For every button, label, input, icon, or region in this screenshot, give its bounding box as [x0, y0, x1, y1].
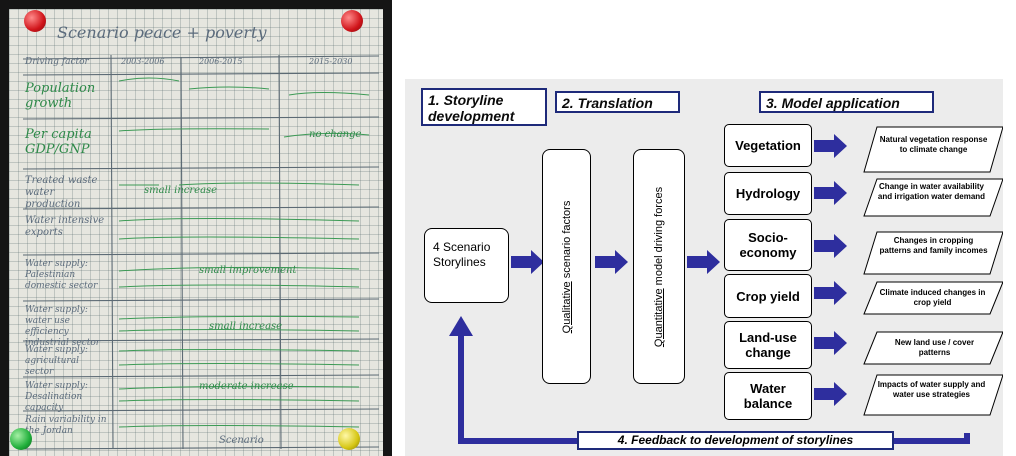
photo-row-label: Per capita GDP/GNP	[25, 127, 92, 157]
red-pin-icon	[341, 10, 363, 32]
output-shape	[863, 178, 1003, 217]
output-crop-yield-text: Climate induced changes in crop yield	[879, 288, 986, 307]
header-translation: 2. Translation	[555, 91, 680, 113]
arrow-right-icon	[511, 250, 544, 274]
qualitative-factors-box: Qualitative scenario factors	[542, 149, 591, 384]
photo-row-label: Water supply: Palestinian domestic secto…	[25, 259, 98, 291]
arrow-right-icon	[595, 250, 628, 274]
qualitative-factors-label: Qualitative scenario factors	[560, 200, 573, 333]
output-shape	[863, 281, 1003, 315]
model-vegetation: Vegetation	[724, 124, 812, 167]
handdrawn-table-lines	[22, 54, 380, 450]
photo-row-label: Water intensive exports	[25, 215, 105, 238]
output-land-use-text: New land use / cover patterns	[894, 338, 975, 357]
photo-note: small increase	[209, 321, 283, 332]
output-socio-economy-text: Changes in cropping patterns and family …	[879, 236, 988, 255]
output-shape	[863, 374, 1003, 416]
photo-note: Scenario	[219, 435, 264, 446]
yellow-pin-icon	[338, 428, 360, 450]
model-water-balance: Water balance	[724, 372, 812, 420]
arrow-right-icon	[687, 250, 720, 274]
model-framework-diagram: 1. Storyline development 2. Translation …	[405, 79, 1003, 456]
photo-col-header-1: 2003-2006	[121, 57, 165, 66]
feedback-label: 4. Feedback to development of storylines	[577, 431, 894, 450]
arrow-up-icon	[449, 316, 473, 336]
photo-note: small increase	[144, 185, 218, 196]
green-pin-icon	[10, 428, 32, 450]
model-land-use-change: Land-use change	[724, 321, 812, 369]
output-shape	[863, 231, 1003, 275]
header-storyline-development: 1. Storyline development	[421, 88, 547, 126]
model-crop-yield: Crop yield	[724, 274, 812, 318]
photo-title: Scenario peace + poverty	[57, 23, 267, 42]
photo-row-label: Population growth	[25, 81, 96, 111]
photo-note: no change	[309, 129, 362, 140]
photo-row-label: Water supply: Desalination capacity	[25, 381, 88, 413]
output-water-balance-text: Impacts of water supply and water use st…	[877, 380, 986, 399]
output-hydrology-text: Change in water availability and irrigat…	[877, 182, 986, 201]
photo-row-label: Water supply: agricultural sector	[25, 345, 88, 377]
photo-col-header-factor: Driving factor	[25, 57, 89, 67]
quantitative-forces-box: Quantitative model driving forces	[633, 149, 685, 384]
scenario-storylines-box: 4 Scenario Storylines	[424, 228, 509, 303]
photo-row-label: Water supply: water use efficiency indus…	[25, 305, 101, 348]
arrow-right-icon	[814, 382, 847, 406]
model-socio-economy: Socio-economy	[724, 219, 812, 271]
photo-col-header-2: 2006-2015	[199, 57, 243, 66]
output-shape	[863, 331, 1003, 365]
photo-note: moderate increase	[199, 381, 294, 392]
output-shape	[863, 126, 1003, 173]
arrow-right-icon	[814, 181, 847, 205]
whiteboard-photo: Scenario peace + poverty Driving factor …	[0, 0, 392, 456]
arrow-right-icon	[814, 234, 847, 258]
arrow-right-icon	[814, 134, 847, 158]
photo-row-label: Treated waste water production	[25, 175, 98, 210]
output-vegetation-text: Natural vegetation response to climate c…	[879, 135, 988, 154]
photo-note: small improvement	[199, 265, 297, 276]
arrow-right-icon	[814, 331, 847, 355]
model-hydrology: Hydrology	[724, 172, 812, 215]
photo-col-header-3: 2015-2030	[309, 57, 353, 66]
arrow-right-icon	[814, 281, 847, 305]
header-model-application: 3. Model application	[759, 91, 934, 113]
red-pin-icon	[24, 10, 46, 32]
grid-paper-sheet: Scenario peace + poverty Driving factor …	[9, 9, 383, 456]
photo-row-label: Rain variability in the Jordan	[25, 415, 107, 436]
quantitative-forces-label: Quantitative model driving forces	[653, 186, 665, 347]
